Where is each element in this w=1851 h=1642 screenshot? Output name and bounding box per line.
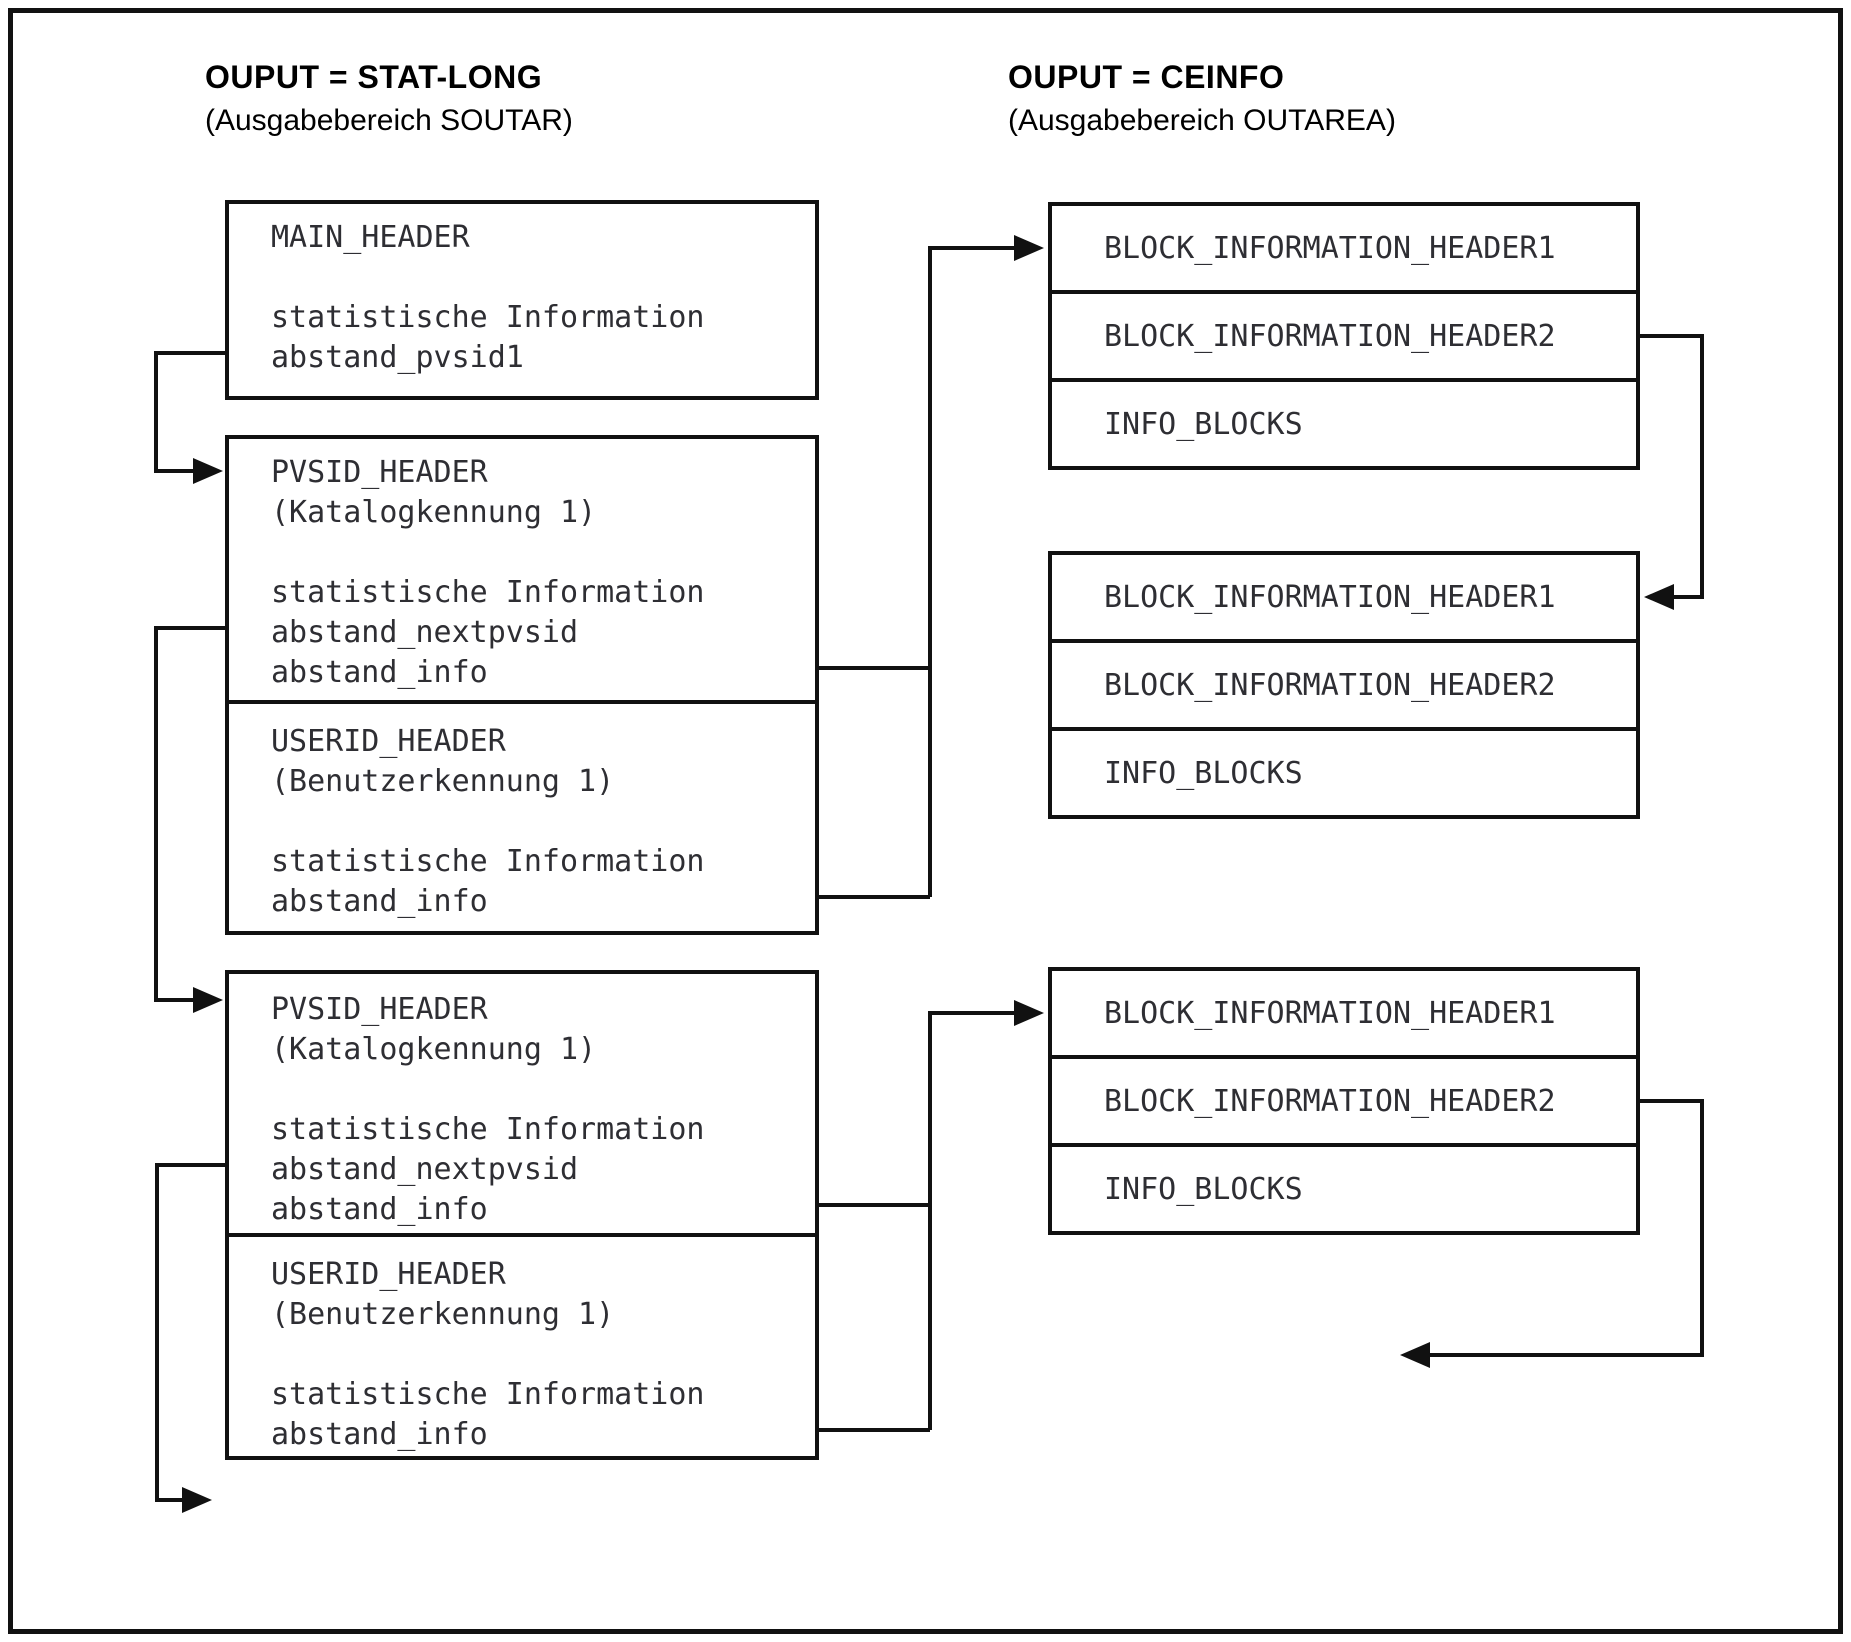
block-info-row: INFO_BLOCKS — [1052, 1143, 1636, 1231]
box-text-line: abstand_info — [271, 884, 488, 919]
box-text-line: statistische Information — [271, 844, 705, 879]
block-info-row: BLOCK_INFORMATION_HEADER2 — [1052, 290, 1636, 378]
column-header-left: OUPUT = STAT-LONG (Ausgabebereich SOUTAR… — [205, 56, 573, 142]
box-text-line: PVSID_HEADER — [271, 455, 488, 490]
box-text-line: USERID_HEADER — [271, 724, 506, 759]
block-info-group-1: BLOCK_INFORMATION_HEADER1 BLOCK_INFORMAT… — [1048, 202, 1640, 470]
block-info-row: INFO_BLOCKS — [1052, 378, 1636, 466]
blank-line — [229, 802, 815, 842]
blank-line — [229, 533, 815, 573]
box-text-line: abstand_info — [271, 1192, 488, 1227]
block-info-row: INFO_BLOCKS — [1052, 727, 1636, 815]
box-text-line: statistische Information — [271, 1377, 705, 1412]
box-text-line: (Katalogkennung 1) — [271, 495, 597, 530]
box-text-line: abstand_info — [271, 655, 488, 690]
userid-section-1: USERID_HEADER (Benutzerkennung 1) statis… — [229, 704, 815, 931]
pvsid-section-2: PVSID_HEADER (Katalogkennung 1) statisti… — [229, 974, 815, 1237]
column-header-left-title: OUPUT = STAT-LONG — [205, 59, 543, 95]
box-text-line: abstand_nextpvsid — [271, 1152, 579, 1187]
diagram-outer-border — [8, 8, 1843, 1634]
block-info-row: BLOCK_INFORMATION_HEADER1 — [1104, 995, 1556, 1031]
pvsid-userid-box-1: PVSID_HEADER (Katalogkennung 1) statisti… — [225, 435, 819, 935]
column-header-right-title: OUPUT = CEINFO — [1008, 59, 1285, 95]
block-info-row: BLOCK_INFORMATION_HEADER2 — [1052, 1055, 1636, 1143]
box-text-line: MAIN_HEADER — [271, 220, 470, 255]
pvsid-section-1: PVSID_HEADER (Katalogkennung 1) statisti… — [229, 439, 815, 704]
pvsid-userid-box-2: PVSID_HEADER (Katalogkennung 1) statisti… — [225, 970, 819, 1460]
userid-section-2: USERID_HEADER (Benutzerkennung 1) statis… — [229, 1237, 815, 1456]
block-info-row: BLOCK_INFORMATION_HEADER1 — [1104, 230, 1556, 266]
box-text-line: (Benutzerkennung 1) — [271, 764, 615, 799]
blank-line — [229, 258, 815, 298]
block-info-group-2: BLOCK_INFORMATION_HEADER1 BLOCK_INFORMAT… — [1048, 551, 1640, 819]
block-info-group-3: BLOCK_INFORMATION_HEADER1 BLOCK_INFORMAT… — [1048, 967, 1640, 1235]
box-text-line: statistische Information — [271, 1112, 705, 1147]
box-text-line: statistische Information — [271, 300, 705, 335]
box-text-line: (Katalogkennung 1) — [271, 1032, 597, 1067]
column-header-right-subtitle: (Ausgabebereich OUTAREA) — [1008, 104, 1396, 137]
main-header-box: MAIN_HEADER statistische Information abs… — [225, 200, 819, 400]
box-text-line: abstand_info — [271, 1417, 488, 1452]
blank-line — [229, 1070, 815, 1110]
column-header-right: OUPUT = CEINFO (Ausgabebereich OUTAREA) — [1008, 56, 1396, 142]
box-text-line: (Benutzerkennung 1) — [271, 1297, 615, 1332]
column-header-left-subtitle: (Ausgabebereich SOUTAR) — [205, 104, 573, 137]
box-text-line: statistische Information — [271, 575, 705, 610]
box-text-line: abstand_nextpvsid — [271, 615, 579, 650]
box-text-line: PVSID_HEADER — [271, 992, 488, 1027]
block-info-row: BLOCK_INFORMATION_HEADER2 — [1052, 639, 1636, 727]
box-text-line: USERID_HEADER — [271, 1257, 506, 1292]
box-text-line: abstand_pvsid1 — [271, 340, 524, 375]
blank-line — [229, 1335, 815, 1375]
block-info-row: BLOCK_INFORMATION_HEADER1 — [1104, 579, 1556, 615]
